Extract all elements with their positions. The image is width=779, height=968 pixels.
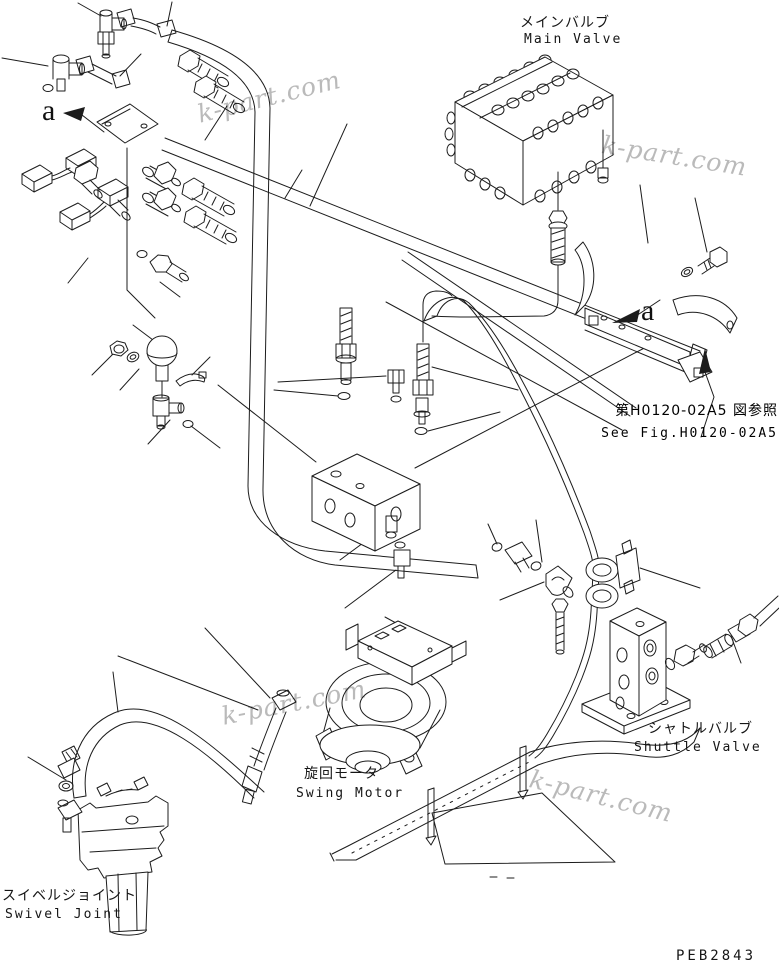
main-valve-label-jp: メインバルブ — [520, 15, 610, 31]
hose-loop — [167, 29, 479, 579]
main-valve-drawing — [444, 54, 614, 211]
tee-fitting — [42, 54, 85, 92]
swivel-joint-label-jp: スイベルジョイント — [2, 888, 137, 904]
view-a-marker-left: a — [42, 94, 56, 127]
elbow-fitting — [97, 9, 127, 59]
manifold-tee-fitting — [393, 541, 411, 579]
drawing-part-code: PEB2843 — [676, 948, 757, 964]
hose-clamp-rings — [585, 539, 641, 609]
washer — [136, 250, 148, 258]
hose-lower-right — [529, 727, 701, 766]
view-a-arrow-left — [63, 107, 105, 133]
main-valve-label-en: Main Valve — [524, 32, 623, 47]
reference-note-jp: 第H0120-02A5 図参照 — [615, 403, 778, 419]
shuttle-valve-label-en: Shuttle Valve — [634, 740, 762, 755]
hose-main-arc — [423, 296, 600, 759]
mount-plate — [96, 103, 159, 144]
nipple-fitting — [142, 161, 181, 191]
nipple-fitting — [142, 187, 181, 217]
reference-note-en: See Fig.H0120-02A5 — [601, 426, 778, 441]
manifold-bolt-hex — [387, 369, 405, 403]
view-a-arrow-right — [612, 299, 661, 323]
nut — [109, 340, 129, 357]
swing-motor-drawing — [241, 620, 467, 805]
fitting-row-center — [491, 541, 574, 655]
adapter-fitting — [183, 205, 238, 245]
plate-panel — [431, 792, 616, 865]
shuttle-fittings — [664, 595, 779, 671]
shuttle-valve-drawing — [581, 595, 779, 735]
swing-motor-label-jp: 旋回モータ — [304, 766, 379, 782]
valve-outlet-pipe — [431, 264, 559, 318]
view-a-marker-right: a — [641, 294, 655, 327]
mounting-bracket-drawing — [574, 241, 738, 383]
bracket-bolt — [680, 246, 728, 278]
reference-note: 第H0120-02A5 図参照 See Fig.H0120-02A5 — [598, 400, 778, 441]
swing-motor-label-en: Swing Motor — [296, 786, 405, 801]
swivel-hose-arc — [72, 708, 265, 799]
swivel-joint-label-en: Swivel Joint — [5, 907, 123, 922]
adapter-fitting — [193, 75, 246, 115]
adapter-fitting — [181, 177, 236, 217]
swivel-joint-drawing — [57, 708, 265, 936]
shuttle-valve-label-jp: シャトルバルブ — [648, 721, 753, 737]
hose-assembly — [75, 55, 131, 89]
bolt — [149, 254, 189, 283]
manifold-plug — [385, 515, 398, 539]
see-fig-arrow — [699, 348, 715, 438]
ball-knob — [146, 335, 178, 367]
hose-assembly — [116, 8, 177, 38]
fittings-top-left — [21, 8, 246, 283]
washer — [126, 351, 140, 363]
manifold-bolt-long-1 — [335, 307, 357, 400]
manifold-block-drawing — [311, 453, 421, 552]
pressure-switch — [59, 178, 131, 231]
manifold-bolt-long-2 — [412, 290, 453, 435]
hose-band-clamp — [517, 745, 529, 800]
hose-band-clamp — [425, 787, 437, 846]
hose-clamp-strip — [175, 373, 206, 387]
knob-assembly — [109, 335, 207, 430]
spiral-hose — [329, 745, 539, 862]
pressure-switch — [21, 148, 103, 199]
valve-outlet-fitting — [548, 210, 568, 266]
